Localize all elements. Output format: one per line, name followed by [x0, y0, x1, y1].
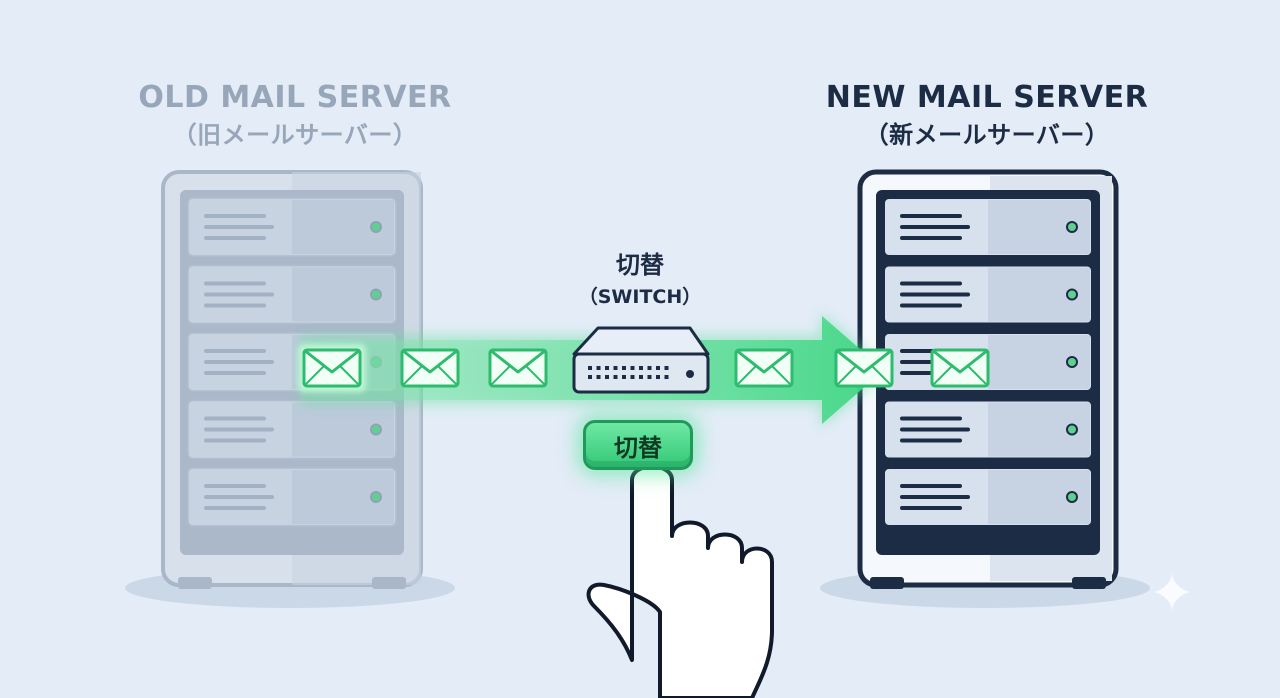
- switch-title: 切替 （SWITCH）: [540, 250, 740, 310]
- status-led-icon: [370, 491, 382, 503]
- envelope-icon: [930, 348, 990, 388]
- status-led-icon: [1066, 356, 1078, 368]
- envelope-icon: [488, 348, 548, 388]
- old-server-title-text: OLD MAIL SERVER: [138, 80, 452, 115]
- drive-bay: [883, 197, 1093, 257]
- new-server-title: NEW MAIL SERVER （新メールサーバー）: [777, 80, 1197, 150]
- envelope-icon: [834, 348, 894, 388]
- status-led-icon: [1066, 288, 1078, 301]
- drive-bay: [883, 467, 1093, 527]
- status-led-icon: [370, 423, 382, 436]
- sparkle-icon: [1154, 574, 1190, 610]
- new-server-subtitle: （新メールサーバー）: [864, 121, 1110, 149]
- status-led-icon: [1066, 423, 1078, 436]
- switch-title-text: 切替: [616, 251, 664, 279]
- old-server-subtitle: （旧メールサーバー）: [172, 121, 418, 149]
- old-server: [161, 170, 423, 589]
- switch-button[interactable]: 切替: [583, 420, 693, 470]
- envelope-icon: [298, 344, 366, 392]
- drive-bay: [883, 399, 1093, 460]
- status-led-icon: [370, 288, 382, 301]
- drive-bay: [187, 467, 397, 527]
- envelope-icon: [400, 348, 460, 388]
- network-switch-icon: [572, 326, 710, 394]
- status-led-icon: [1066, 491, 1078, 503]
- drive-bay: [187, 399, 397, 460]
- drive-bay: [187, 264, 397, 325]
- hand-pointer-icon: [586, 464, 774, 698]
- status-led-icon: [370, 221, 382, 233]
- new-server-title-text: NEW MAIL SERVER: [825, 80, 1149, 115]
- drive-bay: [883, 264, 1093, 325]
- status-led-icon: [1066, 221, 1078, 233]
- drive-bay: [187, 197, 397, 257]
- switch-subtitle: （SWITCH）: [578, 286, 702, 308]
- envelope-icon: [734, 348, 794, 388]
- old-server-title: OLD MAIL SERVER （旧メールサーバー）: [85, 80, 505, 150]
